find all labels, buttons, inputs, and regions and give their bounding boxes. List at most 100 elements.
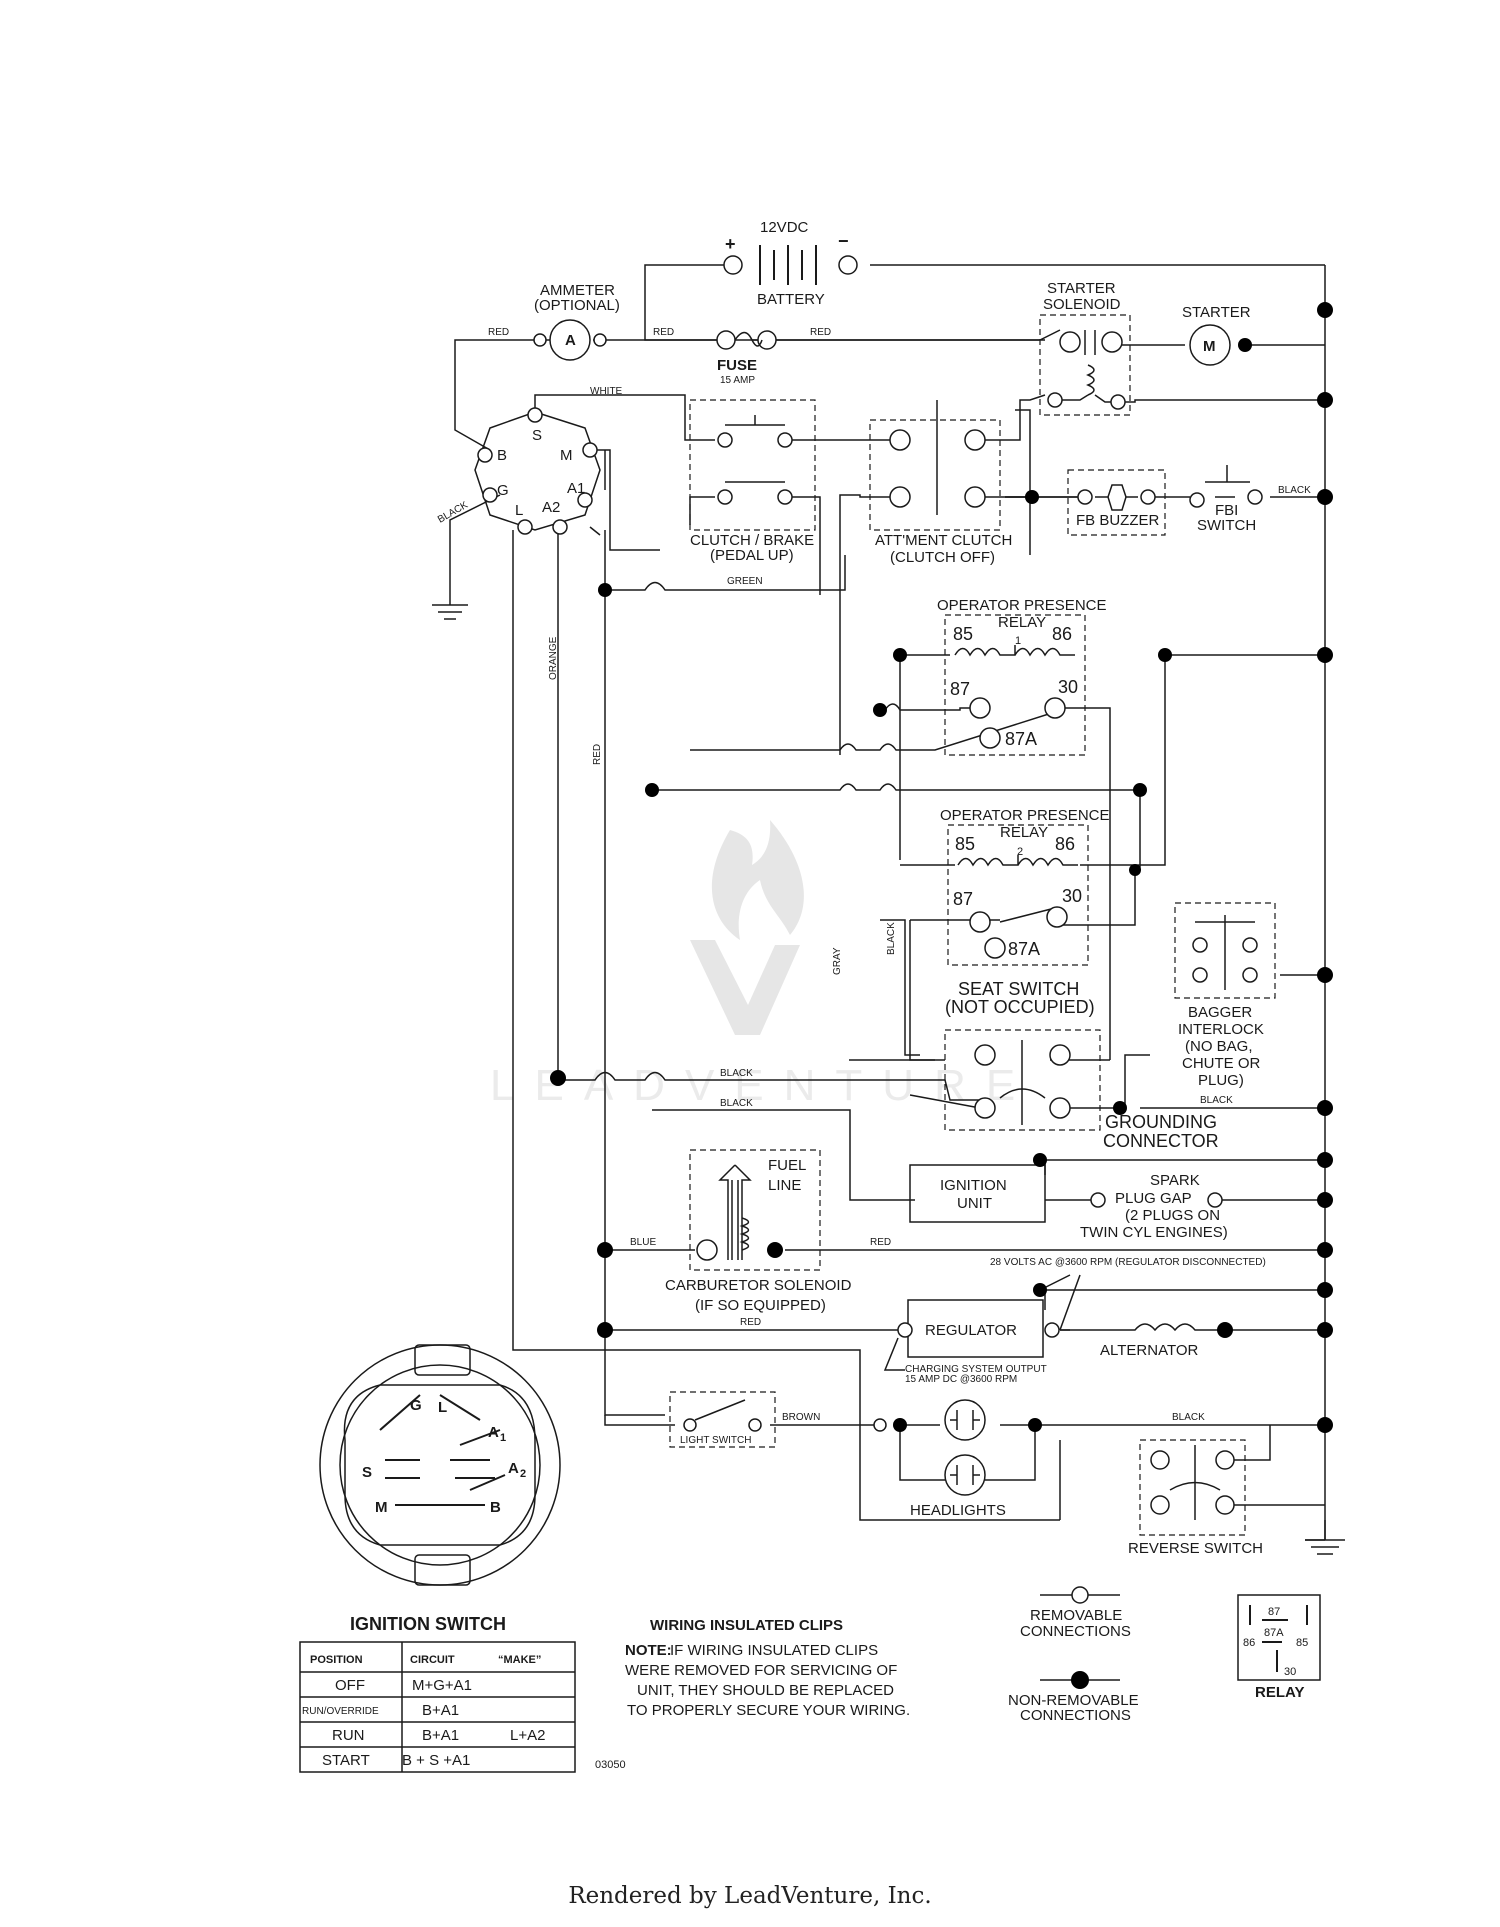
starter-solenoid-line2: SOLENOID	[1043, 296, 1121, 313]
connection-legend: REMOVABLE CONNECTIONS NON-REMOVABLE CONN…	[1008, 1586, 1139, 1724]
light-switch: LIGHT SWITCH BROWN	[669, 1391, 820, 1448]
fuel-line-line2: LINE	[768, 1177, 801, 1194]
ign-row1-pos: RUN/OVERRIDE	[302, 1706, 379, 1717]
relay-legend-30: 30	[1284, 1666, 1296, 1678]
ign-row2-circ: B+A1	[422, 1727, 459, 1744]
fuse-label: FUSE	[717, 357, 757, 374]
relay-legend: 87 87A 86 85 30 RELAY	[1237, 1594, 1321, 1701]
operator-presence-relay-1: OPERATOR PRESENCE RELAY 1 85 86 87 30 87…	[937, 597, 1106, 756]
part-number: 03050	[595, 1759, 626, 1771]
charging-line1: CHARGING SYSTEM OUTPUT	[905, 1364, 1047, 1375]
battery: 12VDC + − BATTERY	[723, 219, 858, 308]
relay1-num: 1	[1015, 635, 1021, 647]
ign-term-a2: A2	[542, 499, 560, 516]
reverse-switch-label: REVERSE SWITCH	[1128, 1540, 1263, 1557]
battery-minus: −	[838, 231, 849, 251]
wire-red-vertical: RED	[592, 744, 603, 765]
wire-orange: ORANGE	[548, 636, 559, 680]
fuel-line-line1: FUEL	[768, 1157, 806, 1174]
seat-switch-line1: SEAT SWITCH	[958, 979, 1079, 999]
ign-term-s: S	[532, 427, 542, 444]
grounding-connector: GROUNDING CONNECTOR	[1103, 1112, 1219, 1151]
carburetor-solenoid: FUEL LINE BLUE RED CARBURETOR SOLENOID (…	[630, 1149, 891, 1314]
wire-red-2: RED	[653, 327, 674, 338]
starter-solenoid: STARTER SOLENOID	[1039, 280, 1131, 416]
ign-row0-pos: OFF	[335, 1677, 365, 1694]
ammeter: AMMETER (OPTIONAL) A RED RED RED	[488, 282, 831, 361]
ign-row0-circ: M+G+A1	[412, 1677, 472, 1694]
seat-switch-line2: (NOT OCCUPIED)	[945, 997, 1095, 1017]
relay2-line1: OPERATOR PRESENCE	[940, 807, 1109, 824]
battery-label: BATTERY	[757, 291, 825, 308]
wire-black-fbi: BLACK	[1278, 485, 1311, 496]
light-switch-label: LIGHT SWITCH	[680, 1435, 751, 1446]
relay-legend-85: 85	[1296, 1637, 1308, 1649]
wire-black-vertical: BLACK	[886, 922, 897, 955]
ign-term-m: M	[560, 447, 573, 464]
legend-removable1: REMOVABLE	[1030, 1607, 1122, 1624]
fb-buzzer: FB BUZZER	[1025, 469, 1166, 536]
ignition-unit: IGNITION UNIT	[909, 1153, 1047, 1223]
relay-legend-87a: 87A	[1264, 1627, 1284, 1639]
carb-line2: (IF SO EQUIPPED)	[695, 1297, 826, 1314]
clips-line3: UNIT, THEY SHOULD BE REPLACED	[637, 1682, 894, 1699]
ign-term-l: L	[515, 502, 523, 519]
wire-brown: BROWN	[782, 1412, 820, 1423]
ign-row3-pos: START	[322, 1752, 370, 1769]
ign-term-b: B	[497, 447, 507, 464]
face-a1: A	[488, 1424, 499, 1441]
relay2-p87: 87	[953, 889, 973, 909]
wire-red-1: RED	[488, 327, 509, 338]
relay2-p85: 85	[955, 834, 975, 854]
legend-nonremovable1: NON-REMOVABLE	[1008, 1692, 1139, 1709]
wire-red-reg: RED	[740, 1317, 761, 1328]
footer-credit: Rendered by LeadVenture, Inc.	[568, 1883, 932, 1909]
relay1-p30: 30	[1058, 677, 1078, 697]
junction-dots	[550, 302, 1333, 1433]
relay1-p86: 86	[1052, 624, 1072, 644]
legend-removable2: CONNECTIONS	[1020, 1623, 1131, 1640]
ign-row1-circ: B+A1	[422, 1702, 459, 1719]
clips-line2: WERE REMOVED FOR SERVICING OF	[625, 1662, 897, 1679]
face-a1-sub: 1	[500, 1432, 506, 1444]
clutch-brake-switch: CLUTCH / BRAKE (PEDAL UP)	[689, 399, 816, 564]
charging-line2: 15 AMP DC @3600 RPM	[905, 1374, 1017, 1385]
grounding-line1: GROUNDING	[1105, 1112, 1217, 1132]
face-a2-sub: 2	[520, 1468, 526, 1480]
wiring-clips-note: WIRING INSULATED CLIPS NOTE: IF WIRING I…	[595, 1617, 910, 1771]
relay-legend-87: 87	[1268, 1606, 1280, 1618]
starter-symbol: M	[1203, 338, 1216, 355]
ignition-switch-face: G L A 1 S A 2 M B	[319, 1344, 561, 1586]
clutch-brake-line2: (PEDAL UP)	[710, 547, 794, 564]
spark-line3: (2 PLUGS ON	[1125, 1207, 1220, 1224]
bagger-line1: BAGGER	[1188, 1004, 1252, 1021]
relay2-line2: RELAY	[1000, 824, 1048, 841]
ign-row2-pos: RUN	[332, 1727, 365, 1744]
grounding-line2: CONNECTOR	[1103, 1131, 1219, 1151]
fuse: FUSE 15 AMP	[716, 330, 777, 386]
bagger-line3: (NO BAG,	[1185, 1038, 1253, 1055]
spark-line4: TWIN CYL ENGINES)	[1080, 1224, 1228, 1241]
starter-solenoid-line1: STARTER	[1047, 280, 1116, 297]
watermark-text: LEADVENTURE	[490, 1061, 1035, 1110]
relay-legend-86: 86	[1243, 1637, 1255, 1649]
headlights: HEADLIGHTS BLACK	[873, 1399, 1205, 1519]
fbi-switch: FBI SWITCH BLACK	[1189, 465, 1311, 534]
wiring	[432, 264, 1345, 1555]
fbi-switch-line1: FBI	[1215, 502, 1238, 519]
clips-title: WIRING INSULATED CLIPS	[650, 1617, 843, 1634]
legend-nonremovable2: CONNECTIONS	[1020, 1707, 1131, 1724]
vac-note: 28 VOLTS AC @3600 RPM (REGULATOR DISCONN…	[990, 1257, 1266, 1268]
bagger-interlock: BAGGER INTERLOCK (NO BAG, CHUTE OR PLUG)…	[1174, 902, 1276, 1106]
spark-line2: PLUG GAP	[1115, 1190, 1192, 1207]
relay2-p30: 30	[1062, 886, 1082, 906]
relay1-p85: 85	[953, 624, 973, 644]
face-l: L	[438, 1399, 447, 1416]
spark-line1: SPARK	[1150, 1172, 1200, 1189]
clips-line1: IF WIRING INSULATED CLIPS	[670, 1642, 878, 1659]
face-s: S	[362, 1464, 372, 1481]
relay2-num: 2	[1017, 846, 1023, 858]
face-b: B	[490, 1499, 501, 1516]
ignition-switch-schematic: S M B G L A2 A1 WHITE BLACK ORANGE RED	[436, 386, 623, 765]
